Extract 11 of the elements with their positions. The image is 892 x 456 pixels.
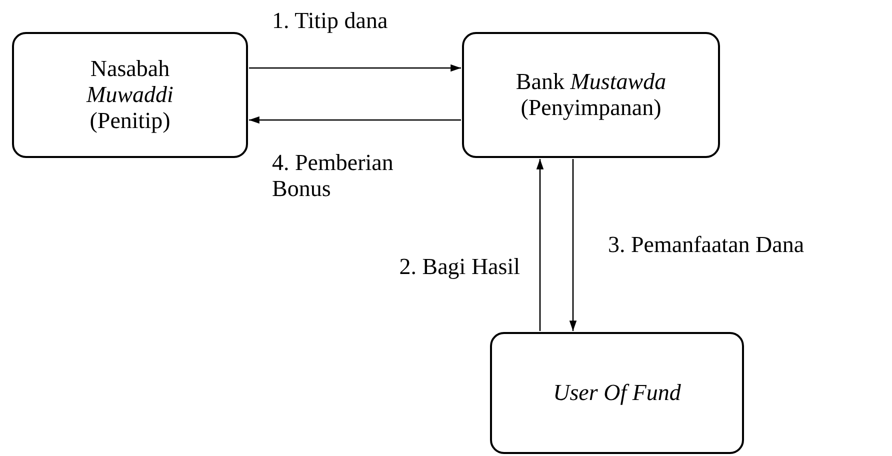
arrow — [249, 64, 461, 72]
process-box — [462, 32, 720, 158]
node-label: Bank Mustawda (Penyimpanan) — [514, 69, 668, 121]
process-box — [12, 32, 248, 158]
arrow — [249, 116, 461, 124]
arrow — [536, 159, 544, 331]
node-label: Nasabah Muwaddi (Penitip) — [85, 56, 174, 134]
process-box — [490, 332, 744, 454]
node-label: User Of Fund — [553, 380, 681, 406]
edge-label: 2. Bagi Hasil — [398, 254, 520, 280]
arrow — [569, 159, 577, 331]
